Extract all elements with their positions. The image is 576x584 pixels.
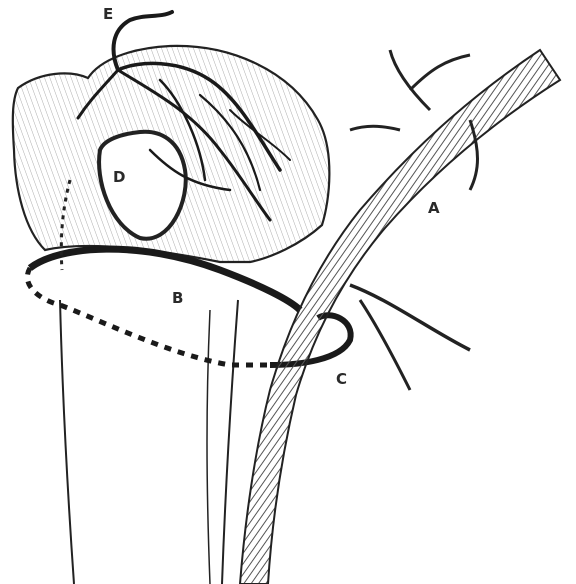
femoral-head	[13, 46, 330, 262]
label-a: A	[428, 199, 440, 217]
label-e: E	[103, 5, 113, 23]
femoral-shaft	[60, 300, 238, 584]
label-c: C	[336, 370, 347, 388]
label-d: D	[113, 168, 125, 186]
label-b: B	[172, 289, 183, 307]
